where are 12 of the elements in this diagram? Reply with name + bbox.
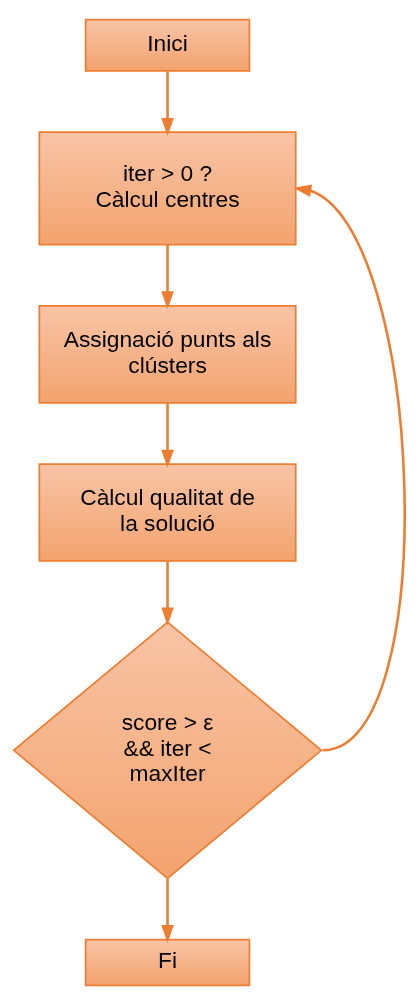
arrow [161, 878, 174, 944]
node-box: iter > 0 ? Càlcul centres [38, 131, 297, 246]
arrow [161, 403, 174, 468]
node-box: Assignació punts als clústers [38, 305, 297, 404]
arrow [161, 245, 174, 310]
node-diamond: score > ε && iter < maxIter [12, 621, 323, 880]
arrow [161, 71, 174, 136]
arrow [161, 561, 174, 626]
arrow [293, 184, 406, 752]
node-box: Càlcul qualitat de la solució [38, 463, 297, 562]
node-box: Fi [84, 938, 251, 987]
node-box: Inici [84, 18, 251, 72]
